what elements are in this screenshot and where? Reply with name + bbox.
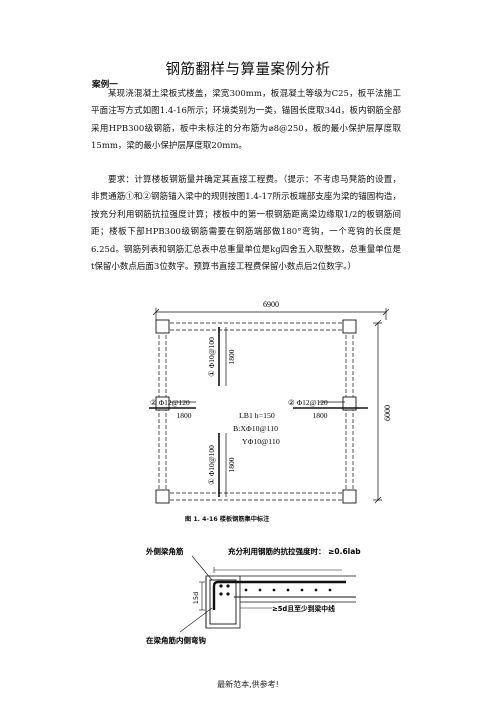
problem-description: 某现浇混凝土梁板式楼盖，梁宽300mm，板混凝土等级为C25，板平法施工平面注写… bbox=[91, 89, 401, 152]
hook-length-label: 15d bbox=[192, 592, 200, 604]
page-title: 钢筋翻样与算量案例分析 bbox=[165, 62, 331, 78]
rebar2-left-label: ② Φ12@120 bbox=[150, 398, 190, 407]
bottom-anchorage-label: ≥5d且至少到梁中线 bbox=[272, 604, 335, 613]
column bbox=[342, 319, 357, 334]
rebar2-left-length: 1800 bbox=[177, 411, 192, 420]
slab-bottom-x-rebar: B:XΦ10@110 bbox=[233, 424, 278, 433]
rebar1-top-length: 1800 bbox=[227, 349, 236, 364]
rebar2-right-length: 1800 bbox=[313, 411, 328, 420]
column bbox=[342, 396, 357, 411]
section-heading: 案例一 bbox=[92, 80, 118, 90]
rebar1-bottom-label: ① Φ10@100 bbox=[207, 445, 216, 485]
slab-bottom-y-rebar: YΦ10@110 bbox=[242, 437, 280, 446]
requirements-text: 要求：计算楼板钢筋量并确定其直接工程费。（提示：不考虑马凳筋的设置，非贯通筋①和… bbox=[91, 175, 401, 273]
anchorage-length-label: 充分利用钢筋的抗拉强度时： ≥0.6lab bbox=[228, 546, 361, 556]
outer-corner-bar-label: 外侧梁角筋 bbox=[146, 546, 184, 556]
rebar1-top-label: ① Φ10@100 bbox=[207, 337, 216, 377]
column bbox=[155, 319, 170, 334]
column bbox=[155, 396, 170, 411]
dim-width-label: 6900 bbox=[263, 300, 279, 309]
column bbox=[155, 489, 170, 504]
column bbox=[342, 489, 357, 504]
slab-plan-figure: 6900 6000 bbox=[149, 300, 392, 504]
dim-height-label: 6000 bbox=[383, 405, 392, 421]
figure1-caption: 图 1. 4-16 楼板钢筋集中标注 bbox=[185, 516, 270, 523]
slab-mark-label: LB1 h=150 bbox=[239, 411, 275, 420]
page-footer: 最新范本,供参考! bbox=[217, 680, 279, 689]
anchorage-detail-figure: 15d 外侧梁角筋 充分利用钢筋的抗拉强度时： ≥0.6lab ≥5d且至少到梁… bbox=[146, 546, 361, 645]
inner-hook-label: 在梁角筋内侧弯钩 bbox=[146, 635, 206, 645]
rebar1-bottom-length: 1800 bbox=[227, 457, 236, 472]
rebar2-right-label: ② Φ12@120 bbox=[288, 398, 328, 407]
